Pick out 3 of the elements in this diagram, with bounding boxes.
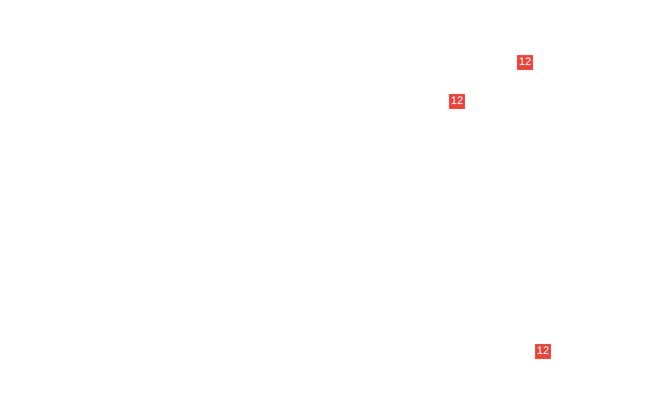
callout-number: 12 bbox=[535, 344, 551, 359]
callout-number: 12 bbox=[517, 55, 533, 70]
callout-number: 12 bbox=[449, 94, 465, 109]
